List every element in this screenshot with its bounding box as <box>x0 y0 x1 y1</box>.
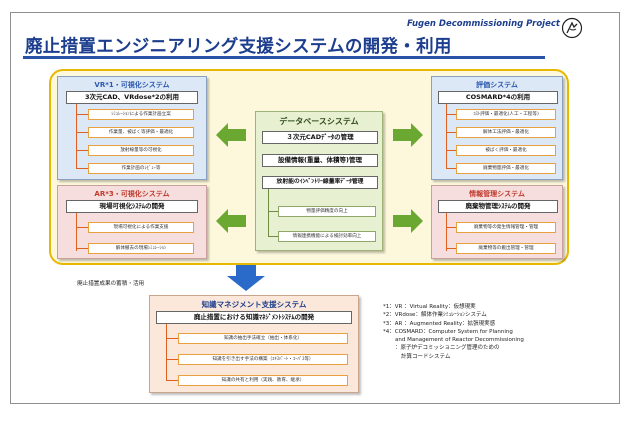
knowledge-system-title: 知識マネジメント支援システム <box>201 300 307 309</box>
arrow-left-bottom <box>216 209 246 233</box>
footnote: *2：VRdose：解体作業ｼﾐｭﾚｰｼｮﾝシステム <box>383 312 487 319</box>
db-item: ３次元CADﾃﾞｰﾀの管理 <box>262 131 378 144</box>
project-name: Fugen Decommissioning Project <box>407 19 560 29</box>
db-item: 設備情報(重量、体積等)管理 <box>262 154 378 167</box>
footnote: *1：VR ：Virtual Reality：仮想現実 <box>383 304 476 310</box>
vr-item: 作業量、被ばく等評価・最適化 <box>88 127 194 138</box>
knowledge-item: 知識の抽出手法確立（抽出・体系化） <box>178 333 348 344</box>
evaluation-system-title: 評価システム <box>476 81 518 89</box>
fugen-logo-icon <box>561 17 583 39</box>
db-subitem: 情報連携機能による検討効率向上 <box>278 231 376 242</box>
database-system-title: データベースシステム <box>279 117 359 126</box>
arrow-down <box>227 265 265 291</box>
database-system-box: データベースシステム ３次元CADﾃﾞｰﾀの管理 設備情報(重量、体積等)管理 … <box>255 111 383 251</box>
slide: Fugen Decommissioning Project 廃止措置エンジニアリ… <box>10 12 620 404</box>
evaluation-item: 解体工法評価・最適化 <box>456 127 556 138</box>
title-underline <box>23 56 545 59</box>
ar-system-box: AR*3・可視化システム 現場可視化ｼｽﾃﾑの開発 現場可視化による作業支援 解… <box>57 185 207 259</box>
footnote: ：原子炉デコミッショニング管理のための <box>395 345 500 352</box>
arrow-right-top <box>393 123 423 147</box>
ar-system-subtitle: 現場可視化ｼｽﾃﾑの開発 <box>66 200 198 213</box>
knowledge-system-subtitle: 廃止措置における知識ﾏﾈｼﾞﾒﾝﾄｼｽﾃﾑの開発 <box>156 311 352 324</box>
vr-item: 放射線量等の可視化 <box>88 145 194 156</box>
accumulation-note: 廃止措置成果の蓄積・活用 <box>77 281 145 287</box>
vr-tree-line <box>76 104 77 169</box>
knowledge-item: 知識を引き出す手法の構築（ｴｷｽﾊﾟｰﾄ・ｺｰﾊﾟｽ等） <box>178 354 348 365</box>
footnotes: *1：VR ：Virtual Reality：仮想現実 *2：VRdose：解体… <box>383 303 524 361</box>
ar-item: 現場可視化による作業支援 <box>88 222 194 233</box>
page-title: 廃止措置エンジニアリング支援システムの開発・利用 <box>25 37 452 57</box>
footnote: *4：COSMARD：Computer System for Planning <box>383 328 513 335</box>
knowledge-system-box: 知識マネジメント支援システム 廃止措置における知識ﾏﾈｼﾞﾒﾝﾄｼｽﾃﾑの開発 … <box>149 295 359 393</box>
info-management-system-title: 情報管理システム <box>469 190 525 198</box>
knowledge-item: 知識の共有と利用（実践、教育、継承） <box>178 375 348 386</box>
info-item: 廃棄物等の発生情報管理・管理 <box>456 222 556 233</box>
evaluation-item: 被ばく評価・最適化 <box>456 145 556 156</box>
evaluation-item: 廃棄物量評価・最適化 <box>456 163 556 174</box>
ar-item: 解体撤去の現場ｼﾐｭﾚｰｼｮﾝ <box>88 243 194 254</box>
footnote: and Management of Reactor Decommissionin… <box>395 337 524 344</box>
vr-system-box: VR*1・可視化システム 3次元CAD、VRdose*2の利用 ｼﾐｭﾚｰｼｮﾝ… <box>57 76 207 180</box>
footnote: *3：AR ：Augmented Reality：拡張現実感 <box>383 320 496 327</box>
vr-system-subtitle: 3次元CAD、VRdose*2の利用 <box>66 91 198 104</box>
vr-item: ｼﾐｭﾚｰｼｮﾝによる作業計画立案 <box>88 109 194 120</box>
arrow-right-bottom <box>393 209 423 233</box>
db-item: 放射能のｲﾝﾍﾞﾝﾄﾘｰ線量率ﾃﾞｰﾀ管理 <box>262 176 378 189</box>
vr-system-title: VR*1・可視化システム <box>94 81 170 89</box>
evaluation-item: ｺｽﾄ評価・最適化(人工・工程等) <box>456 109 556 120</box>
evaluation-system-box: 評価システム COSMARD*4の利用 ｺｽﾄ評価・最適化(人工・工程等) 解体… <box>431 76 563 180</box>
footnote: 計算コードシステム <box>401 353 451 360</box>
info-item: 廃棄物等の搬出管理・管理 <box>456 243 556 254</box>
ar-system-title: AR*3・可視化システム <box>94 190 170 198</box>
info-management-system-box: 情報管理システム 廃棄物管理ｼｽﾃﾑの開発 廃棄物等の発生情報管理・管理 廃棄物… <box>431 185 563 259</box>
db-subitem: 物量評価精度の向上 <box>278 206 376 217</box>
info-management-system-subtitle: 廃棄物管理ｼｽﾃﾑの開発 <box>438 200 558 213</box>
evaluation-system-subtitle: COSMARD*4の利用 <box>438 91 558 104</box>
arrow-left-top <box>216 123 246 147</box>
vr-item: 作業計画のﾚﾋﾞｭｰ等 <box>88 163 194 174</box>
